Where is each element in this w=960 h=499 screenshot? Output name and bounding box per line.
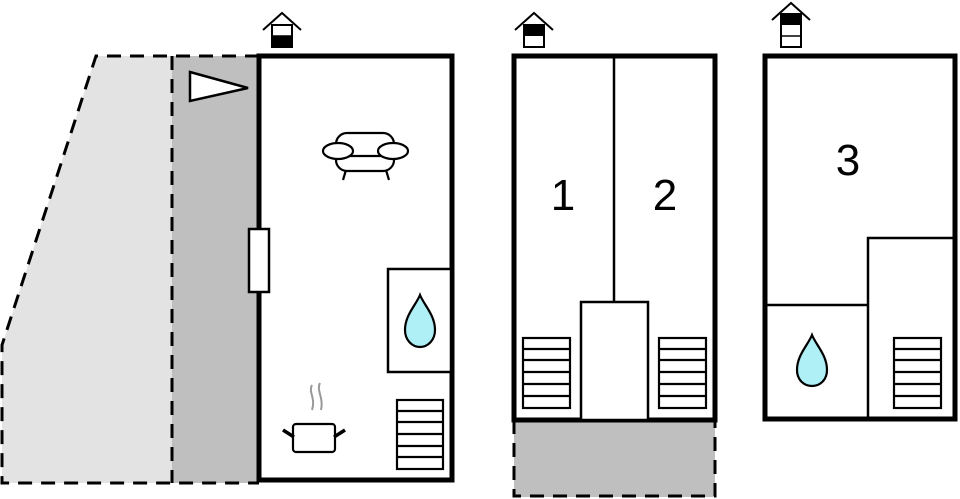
stairs-icon: [892, 336, 943, 410]
staircase-room-wall: [866, 236, 953, 419]
house-level-second-icon: [771, 1, 811, 48]
stairs-icon: [521, 336, 572, 410]
house-level-first-icon: [514, 11, 554, 48]
cooking-pot-icon: [282, 382, 346, 454]
covered-terrace-area: [172, 56, 259, 483]
first-floor: 1 2: [511, 11, 718, 498]
flag-marker-icon: [188, 70, 249, 103]
balcony-area: [514, 420, 715, 497]
hallway: [579, 300, 650, 422]
armchair-icon: [321, 131, 410, 181]
entrance-door: [247, 227, 271, 294]
second-floor: 3: [762, 1, 958, 422]
water-drop-icon: [795, 332, 829, 388]
room-label-3: 3: [836, 136, 860, 185]
terrace-area: [2, 56, 172, 483]
stairs-icon: [395, 398, 445, 471]
stairs-icon: [657, 336, 708, 410]
room-label-2: 2: [653, 171, 677, 220]
ground-floor: [0, 11, 455, 485]
water-drop-icon: [403, 292, 437, 349]
room-label-1: 1: [551, 171, 575, 220]
terrace-outline: [0, 54, 259, 485]
house-level-ground-icon: [262, 11, 302, 48]
